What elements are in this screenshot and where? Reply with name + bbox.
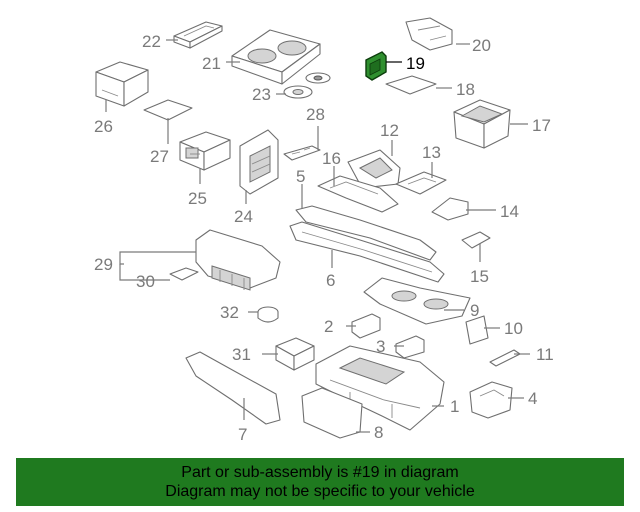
info-banner: Part or sub-assembly is #19 in diagram D… bbox=[16, 458, 624, 506]
part-13-drawing[interactable] bbox=[395, 171, 447, 195]
callout-13: 13 bbox=[422, 143, 441, 162]
callout-29: 29 bbox=[94, 255, 113, 274]
callout-26: 26 bbox=[94, 117, 113, 136]
callout-31: 31 bbox=[232, 345, 251, 364]
part-27-drawing[interactable] bbox=[143, 99, 193, 121]
part-32-drawing[interactable] bbox=[257, 306, 279, 323]
part-18-drawing[interactable] bbox=[385, 75, 437, 95]
callout-22: 22 bbox=[142, 32, 161, 51]
part-12-drawing[interactable] bbox=[347, 149, 401, 189]
part-14-drawing[interactable] bbox=[431, 197, 469, 221]
callout-23: 23 bbox=[252, 85, 271, 104]
callout-9: 9 bbox=[470, 301, 479, 320]
callout-24: 24 bbox=[234, 207, 253, 226]
callout-5: 5 bbox=[296, 167, 305, 186]
part-6-drawing[interactable] bbox=[289, 221, 445, 283]
callout-14: 14 bbox=[500, 202, 519, 221]
part-23-drawing[interactable] bbox=[283, 72, 331, 99]
part-10-drawing[interactable] bbox=[465, 315, 489, 345]
callout-15: 15 bbox=[470, 267, 489, 286]
callout-27: 27 bbox=[150, 147, 169, 166]
callout-19: 19 bbox=[406, 54, 425, 73]
callout-10: 10 bbox=[504, 319, 523, 338]
part-25-drawing[interactable] bbox=[179, 131, 231, 171]
callout-32: 32 bbox=[220, 303, 239, 322]
part-31-drawing[interactable] bbox=[275, 337, 315, 371]
part-17-drawing[interactable] bbox=[453, 99, 511, 149]
part-2-drawing[interactable] bbox=[351, 313, 381, 339]
parts-diagram: 22 21 23 26 27 25 24 28 20 19 18 17 12 1… bbox=[94, 17, 554, 444]
callout-18: 18 bbox=[456, 80, 475, 99]
part-26-drawing[interactable] bbox=[95, 61, 149, 107]
part-4-drawing[interactable] bbox=[469, 381, 513, 419]
part-19-drawing[interactable] bbox=[365, 51, 387, 81]
callout-6: 6 bbox=[326, 271, 335, 290]
part-22-drawing[interactable] bbox=[173, 21, 223, 49]
callout-2: 2 bbox=[324, 317, 333, 336]
callout-17: 17 bbox=[532, 116, 551, 135]
part-29-drawing[interactable] bbox=[195, 229, 281, 291]
banner-line-2: Diagram may not be specific to your vehi… bbox=[165, 483, 475, 500]
callout-8: 8 bbox=[374, 423, 383, 442]
callout-20: 20 bbox=[472, 36, 491, 55]
banner-line-1: Part or sub-assembly is #19 in diagram bbox=[181, 464, 459, 481]
callout-1: 1 bbox=[450, 397, 459, 416]
callout-28: 28 bbox=[306, 105, 325, 124]
part-20-drawing[interactable] bbox=[405, 17, 453, 51]
callout-30: 30 bbox=[136, 272, 155, 291]
callout-12: 12 bbox=[380, 121, 399, 140]
callout-3: 3 bbox=[376, 337, 385, 356]
part-24-drawing[interactable] bbox=[239, 129, 279, 195]
callout-16: 16 bbox=[322, 149, 341, 168]
callout-7: 7 bbox=[238, 425, 247, 444]
part-5-drawing[interactable] bbox=[295, 205, 437, 261]
callout-11: 11 bbox=[536, 345, 554, 364]
callout-25: 25 bbox=[188, 189, 207, 208]
part-7-drawing[interactable] bbox=[185, 351, 281, 425]
part-11-drawing[interactable] bbox=[489, 349, 521, 367]
part-9-drawing[interactable] bbox=[363, 277, 471, 325]
part-3-drawing[interactable] bbox=[395, 335, 425, 359]
part-30-drawing[interactable] bbox=[169, 267, 199, 281]
part-15-drawing[interactable] bbox=[461, 231, 491, 249]
callout-21: 21 bbox=[202, 54, 221, 73]
callout-4: 4 bbox=[528, 389, 537, 408]
part-16-drawing[interactable] bbox=[317, 175, 399, 213]
part-21-drawing[interactable] bbox=[231, 29, 321, 85]
part-28-drawing[interactable] bbox=[283, 145, 321, 161]
